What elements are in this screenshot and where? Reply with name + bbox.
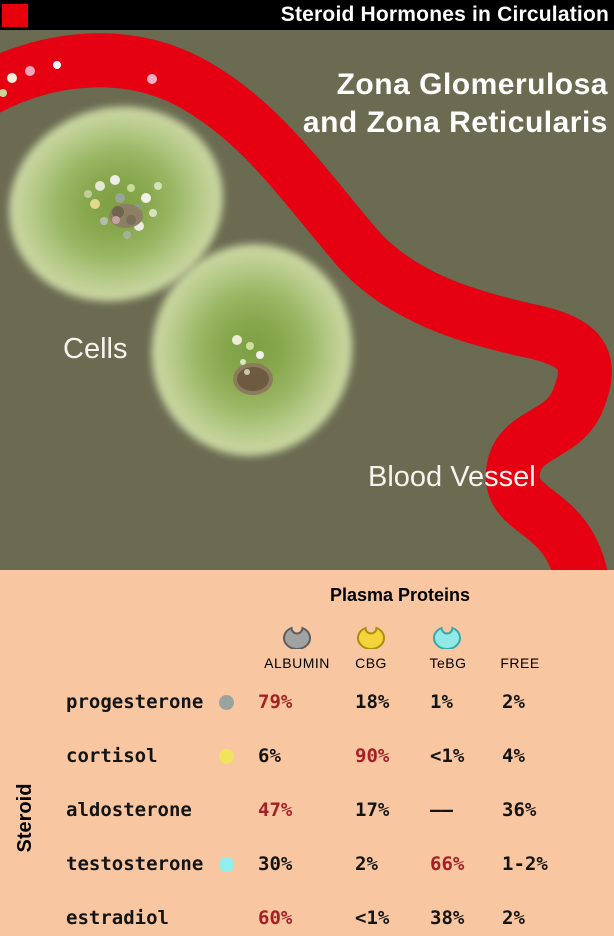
steroid-dot — [219, 911, 234, 926]
cells-label: Cells — [63, 333, 128, 365]
scene-graphic — [0, 33, 612, 570]
steroid-name: testosterone — [66, 853, 204, 875]
table-row: estradiol 60% <1% 38% 2% — [66, 891, 611, 936]
hormone-dot — [0, 89, 7, 97]
zone-title-line1: Zona Glomerulosa — [336, 68, 608, 101]
cell-speckle — [232, 335, 242, 345]
nucleus-detail — [126, 215, 136, 225]
cbg-value: 17% — [355, 799, 390, 821]
free-value: 4% — [502, 745, 525, 767]
nucleus-detail — [112, 216, 120, 224]
header-bar: Steroid Hormones in Circulation — [0, 0, 614, 30]
column-header-albumin: ALBUMIN — [264, 655, 330, 671]
tebg-protein-icon — [433, 626, 461, 649]
zone-title: Zona Glomerulosa and Zona Reticularis — [303, 66, 608, 142]
dot-cell — [206, 911, 246, 926]
cell-speckle — [115, 193, 125, 203]
free-value: 2% — [502, 907, 525, 929]
blood-vessel-label: Blood Vessel — [368, 461, 536, 493]
dot-cell — [206, 856, 246, 872]
cell-speckle — [256, 351, 264, 359]
cell-speckle — [246, 342, 254, 350]
column-header-cbg: CBG — [355, 655, 387, 671]
table-row: progesterone 79% 18% 1% 2% — [66, 675, 611, 729]
cell-speckle — [95, 181, 105, 191]
cell-speckle — [90, 199, 100, 209]
free-value: 2% — [502, 691, 525, 713]
hormone-dot — [147, 74, 157, 84]
steroid-name: progesterone — [66, 691, 204, 713]
cell-speckle — [110, 175, 120, 185]
cell-body — [151, 244, 353, 456]
tissue-scene — [0, 30, 614, 570]
cell-speckle — [149, 209, 157, 217]
cbg-value: 2% — [355, 853, 378, 875]
tebg-value: —— — [430, 799, 453, 821]
albumin-value: 47% — [258, 799, 293, 821]
table-rows: progesterone 79% 18% 1% 2% cortisol 6% 9… — [66, 675, 611, 936]
table-row: testosterone 30% 2% 66% 1-2% — [66, 837, 611, 891]
hormone-dot — [53, 61, 61, 69]
cell-speckle — [154, 182, 162, 190]
cell-nucleus — [233, 363, 273, 395]
plasma-proteins-title: Plasma Proteins — [329, 585, 471, 605]
hormone-dot — [7, 73, 17, 83]
albumin-value: 60% — [258, 907, 293, 929]
cell-speckle — [100, 217, 108, 225]
blood-vessel-path — [0, 33, 612, 570]
albumin-value: 6% — [258, 745, 281, 767]
steroid-dot — [218, 856, 234, 872]
cell-speckle — [127, 184, 135, 192]
hormone-dot — [25, 66, 35, 76]
albumin-protein-icon — [283, 626, 311, 649]
cbg-value: 18% — [355, 691, 390, 713]
tebg-value: 1% — [430, 691, 453, 713]
albumin-value: 79% — [258, 691, 293, 713]
nucleus-detail — [112, 206, 124, 218]
tebg-value: 66% — [430, 853, 465, 875]
table-row: aldosterone 47% 17% —— 36% — [66, 783, 611, 837]
cell-speckle — [240, 359, 246, 365]
column-header-free: FREE — [500, 655, 540, 671]
cell-body — [9, 106, 223, 302]
vessel-hormone-dots — [0, 61, 157, 97]
cbg-value: <1% — [355, 907, 390, 929]
dot-cell — [206, 803, 246, 818]
binding-table-section: Plasma Proteins ALBUMIN CBG TeBG FREE St… — [0, 570, 614, 936]
nucleus-detail — [244, 369, 250, 375]
steroid-name: aldosterone — [66, 799, 192, 821]
cbg-protein-icon — [357, 626, 385, 649]
albumin-value: 30% — [258, 853, 293, 875]
zone-title-line2: and Zona Reticularis — [302, 106, 608, 139]
steroid-dot — [219, 803, 234, 818]
steroid-dot — [218, 694, 234, 710]
column-header-tebg: TeBG — [429, 655, 467, 671]
cells-group — [9, 106, 353, 456]
cell1-contents — [84, 175, 162, 239]
dot-cell — [206, 748, 246, 764]
tebg-value: 38% — [430, 907, 465, 929]
steroid-dot — [218, 748, 234, 764]
steroid-name: cortisol — [66, 745, 158, 767]
free-value: 36% — [502, 799, 537, 821]
red-corner-marker — [2, 4, 28, 27]
steroid-axis-label: Steroid — [14, 783, 36, 853]
dot-cell — [206, 694, 246, 710]
cell-speckle — [84, 190, 92, 198]
free-value: 1-2% — [502, 853, 548, 875]
cell2-contents — [232, 335, 273, 395]
steroid-name: estradiol — [66, 907, 169, 929]
cell-speckle — [141, 193, 151, 203]
cell-speckle — [123, 231, 131, 239]
table-row: cortisol 6% 90% <1% 4% — [66, 729, 611, 783]
tebg-value: <1% — [430, 745, 465, 767]
page-title: Steroid Hormones in Circulation — [280, 3, 609, 26]
cbg-value: 90% — [355, 745, 390, 767]
